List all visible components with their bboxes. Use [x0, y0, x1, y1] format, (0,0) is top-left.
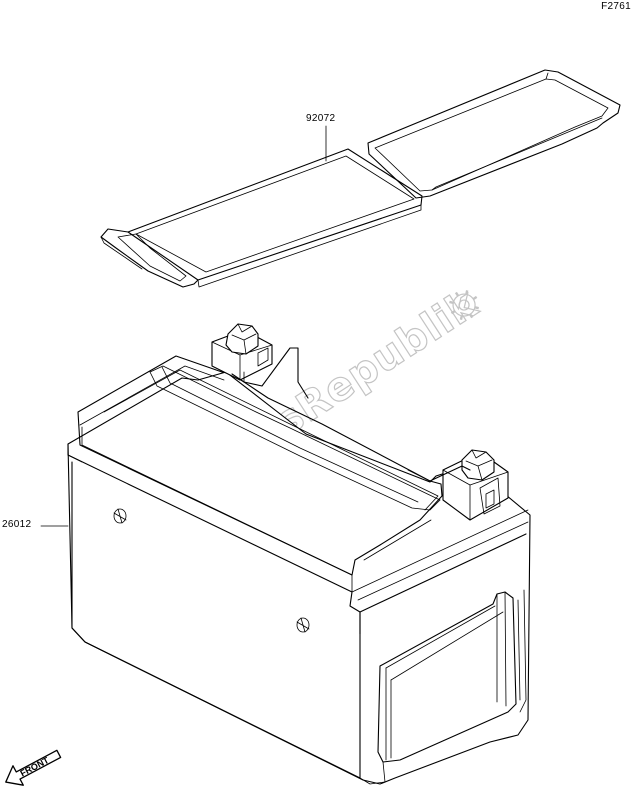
battery-26012: [67, 323, 531, 785]
terminal-right: [442, 449, 509, 521]
figure-code: F2761: [601, 1, 631, 12]
part-number-92072[interactable]: 92072: [306, 113, 336, 124]
arrow-icon: [5, 749, 62, 786]
battery-strap-92072: [100, 69, 621, 288]
front-indicator: FRONT: [5, 749, 62, 786]
terminal-left: [211, 323, 273, 381]
gear-icon: [449, 290, 479, 320]
part-number-26012[interactable]: 26012: [2, 519, 32, 530]
vent-cap-right: [296, 617, 310, 633]
front-label: FRONT: [18, 755, 51, 779]
vent-cap-left: [113, 508, 127, 524]
